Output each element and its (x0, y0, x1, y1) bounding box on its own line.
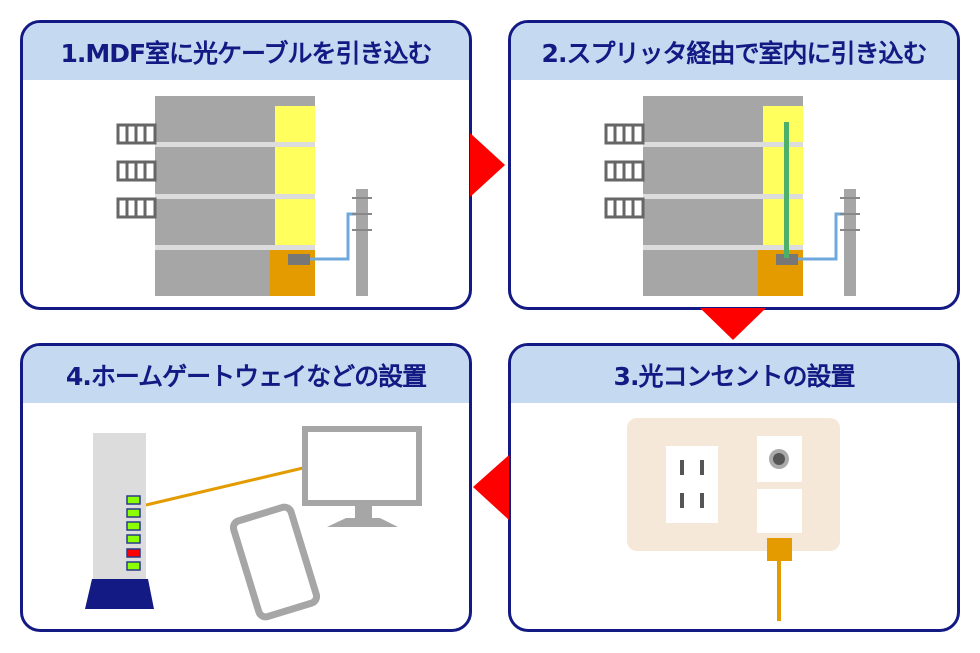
step-4-panel: 4.ホームゲートウェイなどの設置 (20, 343, 472, 632)
step-2-title: 2.スプリッタ経由で室内に引き込む (511, 23, 957, 80)
step-3-panel: 3.光コンセントの設置 (508, 343, 960, 632)
arrow-right-icon (470, 133, 505, 197)
step-4-title: 4.ホームゲートウェイなどの設置 (23, 346, 469, 403)
step-1-panel: 1.MDF室に光ケーブルを引き込む (20, 20, 472, 310)
arrow-left-icon (473, 455, 509, 520)
step-1-title: 1.MDF室に光ケーブルを引き込む (23, 23, 469, 80)
step-2-panel: 2.スプリッタ経由で室内に引き込む (508, 20, 960, 310)
step-3-title: 3.光コンセントの設置 (511, 346, 957, 403)
arrow-down-icon (700, 308, 766, 340)
